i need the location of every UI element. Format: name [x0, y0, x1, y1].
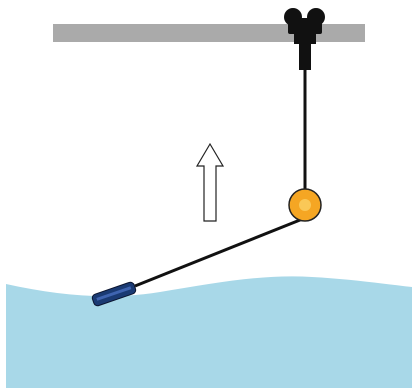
angled-cable: [134, 216, 306, 288]
mount-bar: [53, 24, 365, 42]
water: [6, 276, 412, 388]
float-ball: [288, 188, 322, 222]
clamp-icon: [284, 8, 325, 70]
sensor-probe: [91, 281, 137, 307]
up-arrow-icon: [195, 142, 225, 222]
